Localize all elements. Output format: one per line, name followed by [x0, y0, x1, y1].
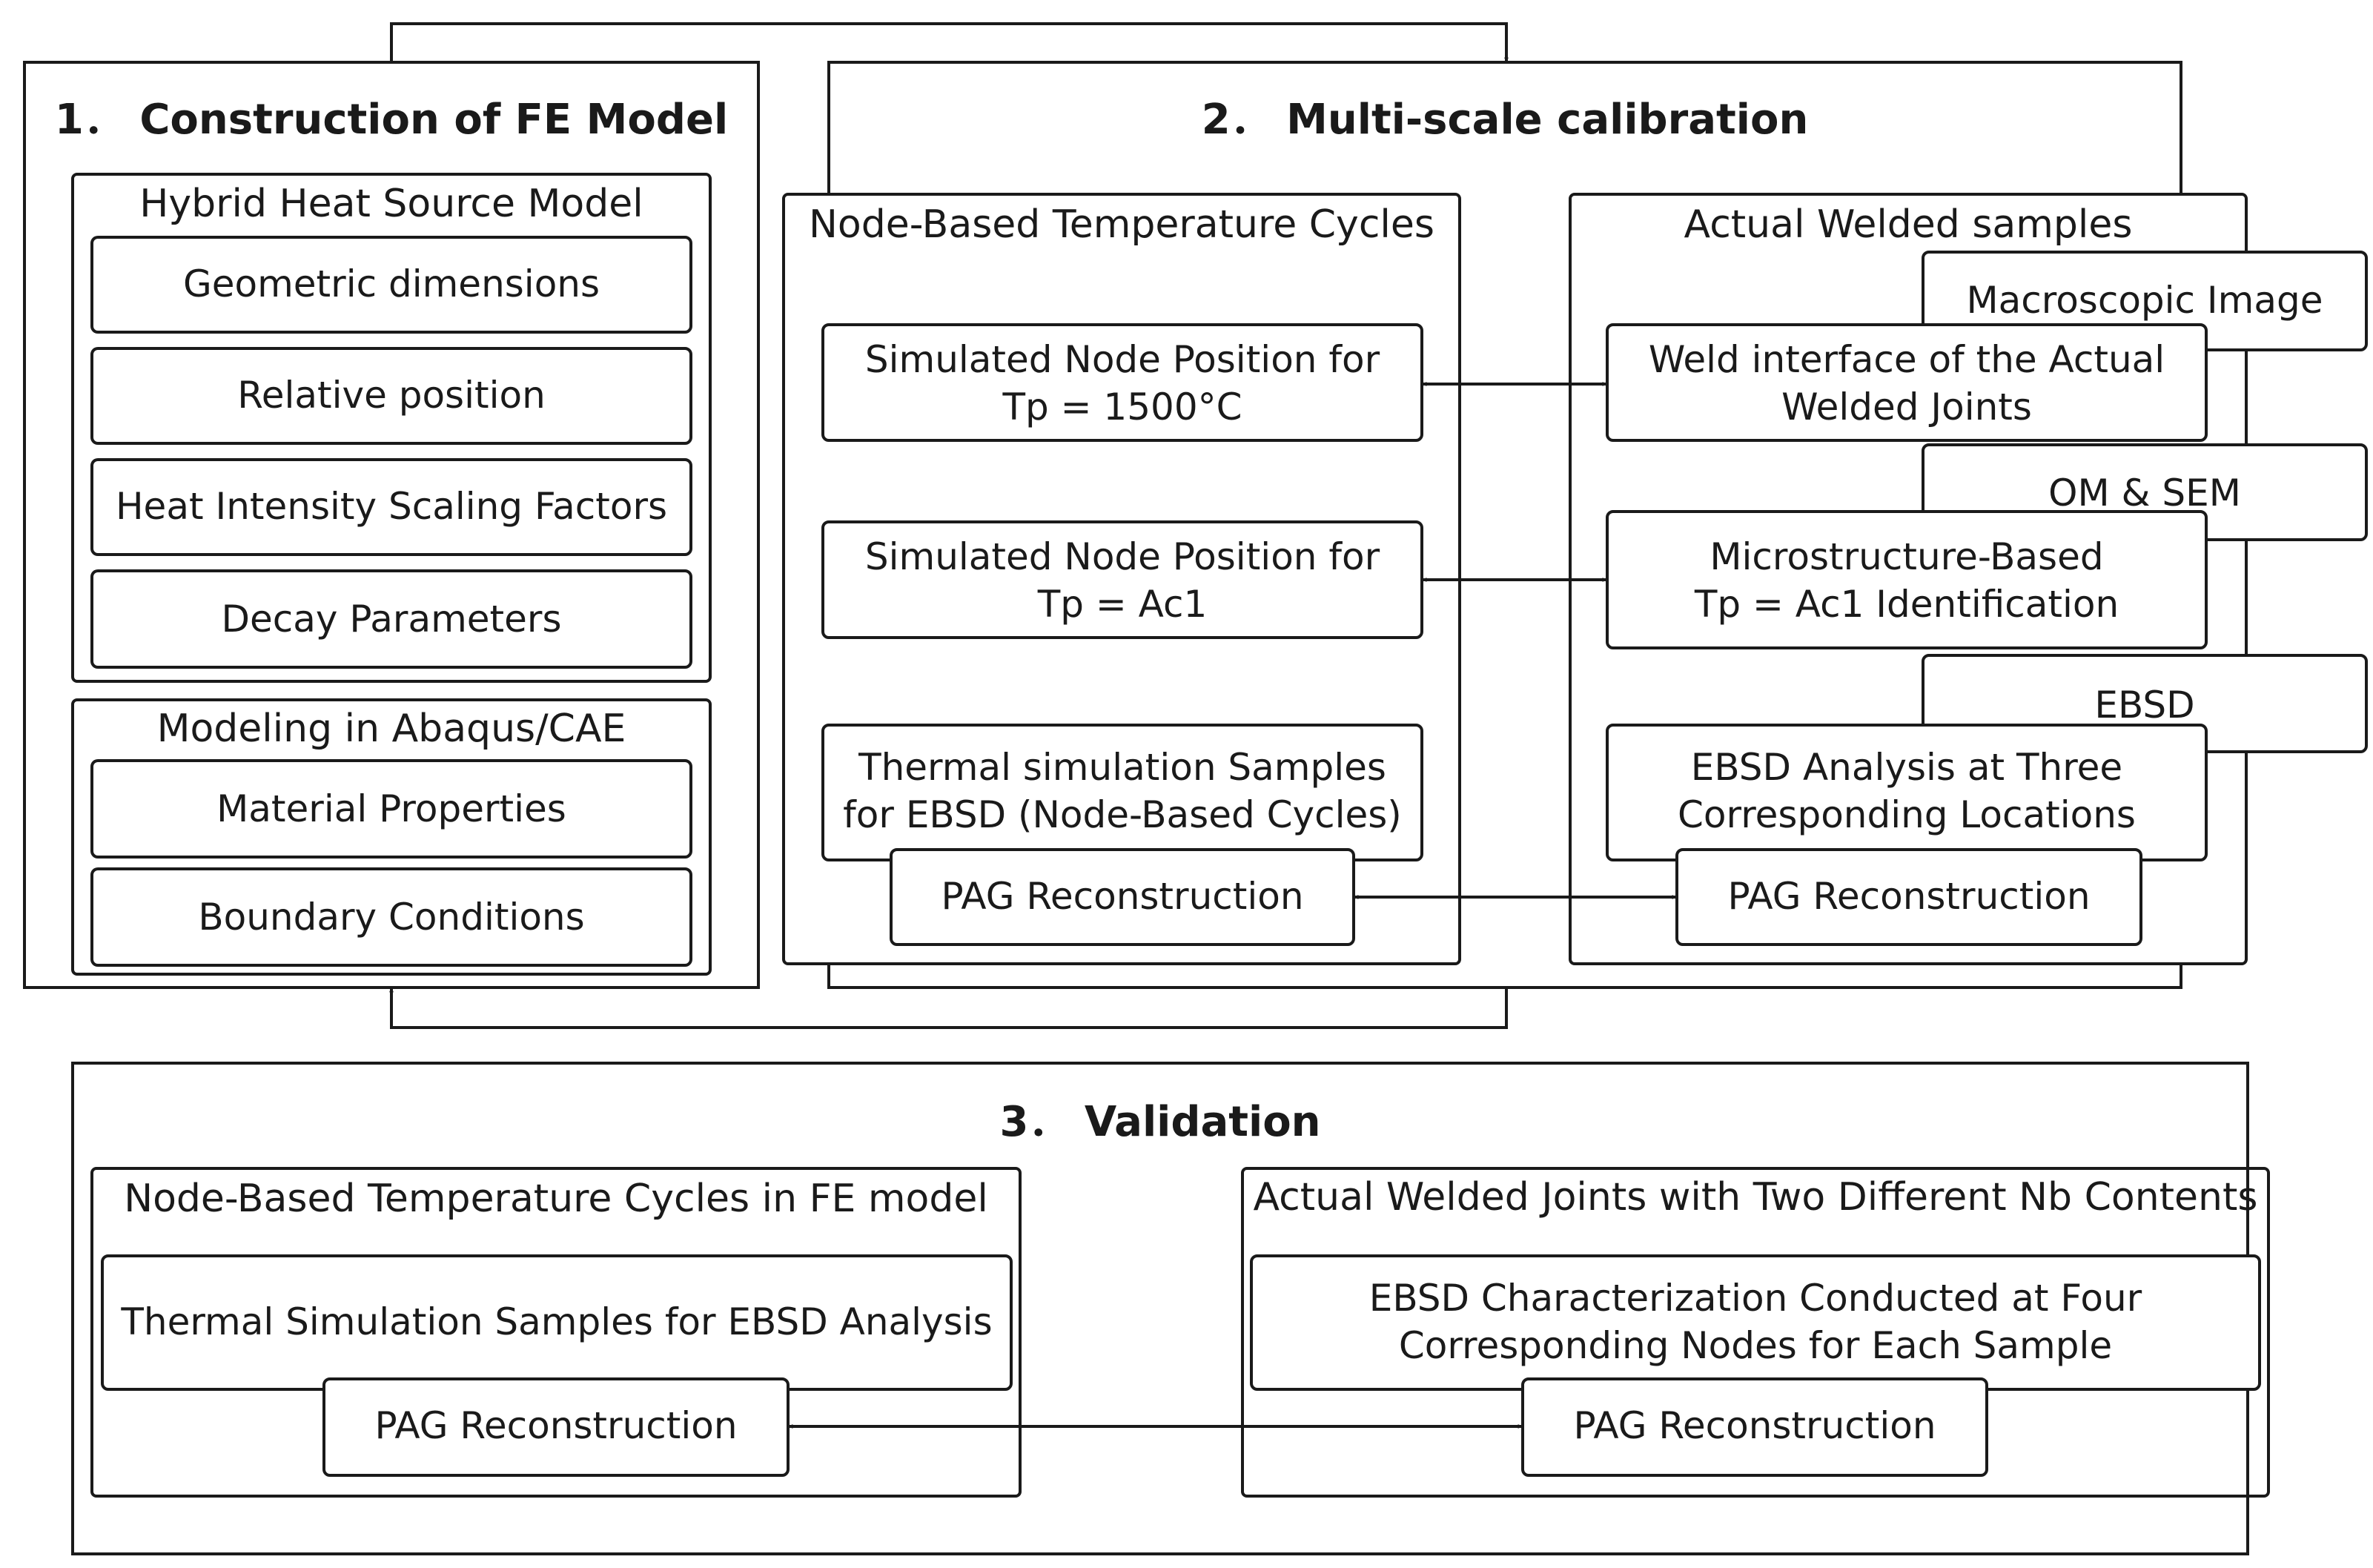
sim-node-ac1-line2: Tp = Ac1	[1037, 583, 1208, 626]
actual-pag-label: PAG Reconstruction	[1727, 875, 2090, 918]
sim-node-1500-line2: Tp = 1500°C	[1002, 386, 1242, 429]
section2-title: 2． Multi-scale calibration	[1202, 96, 1809, 144]
microstructure-box	[1606, 510, 2208, 649]
ebsd-tab-label: EBSD	[2094, 684, 2194, 727]
material-properties-label: Material Properties	[216, 787, 566, 830]
microstructure-line1: Microstructure-Based	[1710, 535, 2103, 578]
microstructure-line2: Tp = Ac1 Identification	[1694, 583, 2119, 626]
relative-position-label: Relative position	[237, 374, 546, 417]
abaqus-heading: Modeling in Abaqus/CAE	[157, 707, 626, 751]
joints-ebsd-box	[1250, 1254, 2261, 1391]
fe-cycles-group	[90, 1167, 1022, 1498]
weld-interface-line1: Weld interface of the Actual	[1649, 338, 2165, 381]
section1-title: 1． Construction of FE Model	[55, 96, 728, 144]
sim-node-1500-line1: Simulated Node Position for	[865, 338, 1380, 381]
arrow-to-calibration	[390, 22, 1509, 63]
ebsd-analysis-line1: EBSD Analysis at Three	[1691, 746, 2122, 789]
thermal-sim-line2: for EBSD (Node-Based Cycles)	[843, 793, 1402, 836]
geometric-dimensions-label: Geometric dimensions	[183, 262, 600, 305]
welded-joints-group	[1241, 1167, 2270, 1498]
geometric-dimensions-box	[90, 236, 692, 334]
om-sem-label: OM & SEM	[2048, 472, 2241, 515]
macroscopic-image-label: Macroscopic Image	[1966, 279, 2323, 322]
joints-ebsd-line1: EBSD Characterization Conducted at Four	[1369, 1277, 2142, 1320]
weld-interface-line2: Welded Joints	[1781, 386, 2032, 429]
sim-pag-label: PAG Reconstruction	[941, 875, 1303, 918]
ebsd-analysis-line2: Corresponding Locations	[1678, 793, 2136, 836]
fe-thermal-label: Thermal Simulation Samples for EBSD Anal…	[120, 1300, 992, 1343]
decay-parameters-label: Decay Parameters	[221, 598, 561, 641]
sim-node-ac1-line1: Simulated Node Position for	[865, 535, 1380, 578]
joints-ebsd-line2: Corresponding Nodes for Each Sample	[1399, 1324, 2112, 1367]
welded-joints-heading: Actual Welded Joints with Two Different …	[1254, 1175, 2258, 1220]
boundary-conditions-box	[90, 867, 692, 967]
section3-title: 3． Validation	[999, 1098, 1320, 1146]
boundary-conditions-label: Boundary Conditions	[198, 896, 584, 939]
heat-intensity-box	[90, 458, 692, 556]
heat-source-heading: Hybrid Heat Source Model	[139, 182, 643, 226]
actual-samples-heading: Actual Welded samples	[1684, 202, 2133, 247]
joints-pag-label: PAG Reconstruction	[1573, 1404, 1936, 1447]
relative-position-box	[90, 347, 692, 445]
arrow-to-fe-model	[389, 987, 1508, 1029]
fe-cycles-heading: Node-Based Temperature Cycles in FE mode…	[124, 1177, 988, 1221]
abaqus-group	[71, 698, 712, 976]
decay-parameters-box	[90, 569, 692, 669]
heat-source-group	[71, 173, 712, 683]
fe-pag-label: PAG Reconstruction	[374, 1404, 737, 1447]
node-cycles-heading: Node-Based Temperature Cycles	[809, 202, 1434, 247]
material-properties-box	[90, 759, 692, 859]
thermal-sim-line1: Thermal simulation Samples	[858, 746, 1386, 789]
heat-intensity-label: Heat Intensity Scaling Factors	[116, 485, 667, 528]
